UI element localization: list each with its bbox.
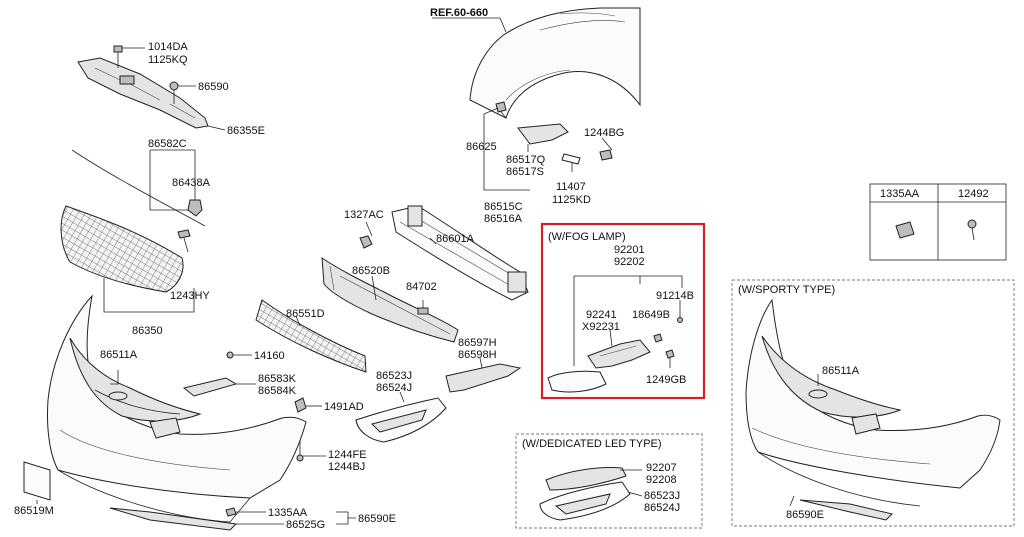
label-92201: 92201 — [614, 244, 645, 256]
label-1244bj: 1244BJ — [328, 461, 365, 473]
front-bumper-cover — [47, 294, 307, 531]
label-86524j-led: 86524J — [644, 502, 680, 514]
fog-lamp-box — [540, 222, 706, 400]
sporty-box — [731, 279, 1015, 527]
label-14160: 14160 — [254, 350, 285, 362]
nut-1327ac-icon — [359, 235, 373, 249]
parts-table — [869, 183, 1007, 261]
led-fog-assembly — [539, 467, 643, 521]
label-86590e-sporty: 86590E — [786, 509, 824, 521]
label-86516a: 86516A — [484, 213, 523, 225]
clip-86438a-icon — [187, 199, 203, 217]
label-86590: 86590 — [198, 81, 229, 93]
label-86583k: 86583K — [258, 373, 297, 385]
sporty-bumper — [745, 298, 1001, 521]
label-1125kq: 1125KQ — [148, 54, 188, 66]
fender-bracket-parts — [483, 101, 613, 191]
label-1249gb: 1249GB — [646, 374, 686, 386]
label-84702: 84702 — [406, 281, 437, 293]
label-1243hy: 1243HY — [170, 290, 210, 302]
table-col-12492: 12492 — [958, 188, 989, 200]
garnish-86583k — [182, 377, 256, 397]
label-86519m: 86519M — [14, 505, 54, 517]
screw-1243hy-icon — [177, 229, 191, 253]
label-86601a: 86601A — [436, 233, 475, 245]
label-86584k: 86584K — [258, 385, 297, 397]
sporty-box-title: (W/SPORTY TYPE) — [738, 284, 835, 296]
label-86524j: 86524J — [376, 382, 412, 394]
fender-reference: REF.60-660 — [430, 7, 641, 119]
upper-cover-86355e — [77, 45, 226, 131]
garnish-86597h — [445, 357, 522, 393]
label-92241: 92241 — [586, 309, 617, 321]
grille-86350 — [60, 205, 195, 313]
label-86590e: 86590E — [358, 513, 396, 525]
label-86523j-led: 86523J — [644, 490, 680, 502]
label-86355e: 86355E — [227, 125, 265, 137]
led-box-title: (W/DEDICATED LED TYPE) — [522, 438, 662, 450]
label-86597h: 86597H — [458, 337, 497, 349]
label-1335aa: 1335AA — [268, 507, 308, 519]
screw-icon — [967, 219, 977, 241]
clip-icon — [895, 221, 915, 239]
fog-lamp-box-title: (W/FOG LAMP) — [548, 231, 626, 243]
label-92202: 92202 — [614, 256, 645, 268]
label-91214b: 91214B — [656, 290, 694, 302]
label-92207: 92207 — [646, 462, 677, 474]
bracket-1491ad-icon — [294, 397, 322, 413]
label-86625: 86625 — [466, 141, 497, 153]
molding-strip-86582c — [71, 149, 206, 227]
label-86350: 86350 — [132, 325, 163, 337]
clip-14160-icon — [226, 351, 252, 359]
license-plate-86519m — [23, 461, 51, 504]
label-86517s: 86517S — [506, 166, 544, 178]
label-86551d: 86551D — [286, 308, 325, 320]
label-92208: 92208 — [646, 474, 677, 486]
label-1491ad: 1491AD — [324, 401, 364, 413]
label-86582c: 86582C — [148, 138, 187, 150]
table-col-1335aa: 1335AA — [880, 188, 920, 200]
bolt-1014da-icon — [113, 45, 123, 68]
label-1125kd: 1125KD — [552, 194, 591, 206]
fog-lamp-assembly — [547, 275, 683, 393]
label-86523j: 86523J — [376, 370, 412, 382]
label-18649b: 18649B — [632, 309, 670, 321]
label-86598h: 86598H — [458, 349, 497, 361]
label-x92231: X92231 — [582, 321, 620, 333]
label-86511a-sporty: 86511A — [822, 365, 860, 377]
fog-cover-86523j — [355, 391, 447, 443]
label-86438a: 86438A — [172, 177, 211, 189]
bracket-84702-icon — [417, 300, 429, 315]
label-1244bg: 1244BG — [584, 127, 624, 139]
label-1014da: 1014DA — [148, 41, 188, 53]
led-box — [515, 433, 703, 529]
beam-86601a — [365, 205, 529, 301]
label-86525g: 86525G — [286, 519, 325, 531]
lower-grille-86551d — [255, 299, 367, 373]
absorber-86520b — [321, 257, 459, 343]
label-86517q: 86517Q — [506, 154, 546, 166]
ref-label: REF.60-660 — [430, 7, 488, 19]
bolt-1244fe-icon — [296, 440, 326, 462]
label-86520b: 86520B — [352, 265, 390, 277]
label-86511a: 86511A — [100, 349, 138, 361]
label-11407: 11407 — [556, 181, 586, 193]
label-1327ac: 1327AC — [344, 209, 384, 221]
label-86515c: 86515C — [484, 201, 523, 213]
clip-1335aa-icon — [225, 507, 356, 525]
label-1244fe: 1244FE — [328, 449, 367, 461]
